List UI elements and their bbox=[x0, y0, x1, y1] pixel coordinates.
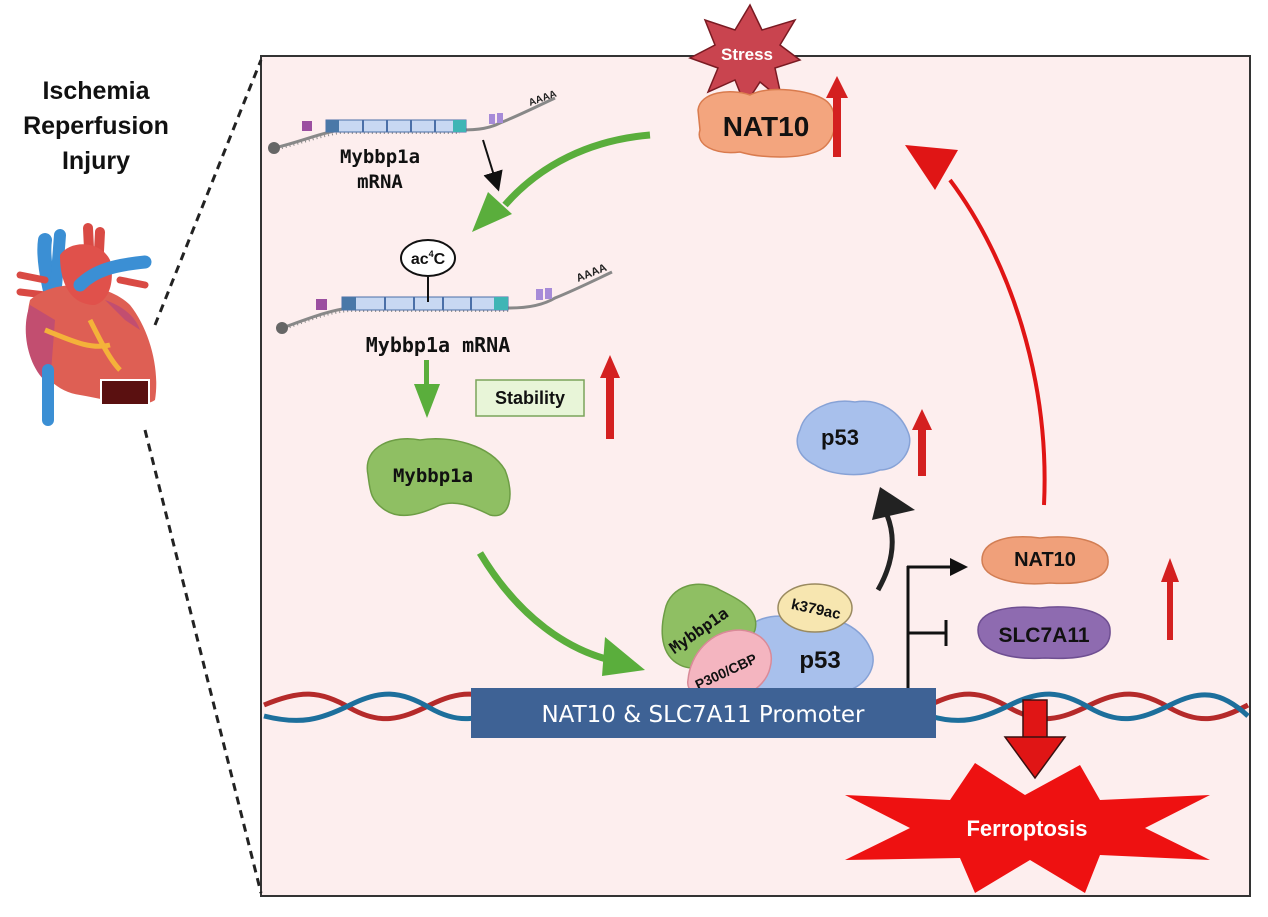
mrna1-label-line1: Mybbp1a bbox=[340, 146, 420, 168]
green-arrow-translation bbox=[414, 360, 440, 418]
mrna-strand-2: AAAA bbox=[276, 262, 613, 334]
p53-free-label: p53 bbox=[821, 425, 859, 450]
zoom-line-top bbox=[153, 59, 263, 326]
slc7a11-target-protein: SLC7A11 bbox=[977, 606, 1111, 660]
ac4c-label: ac4C bbox=[411, 249, 446, 268]
ac4c-modification-marker: ac4C bbox=[400, 239, 456, 302]
up-arrow-icon bbox=[600, 355, 620, 439]
activation-arrowhead bbox=[950, 558, 968, 576]
black-arrow-small bbox=[482, 139, 503, 192]
ferroptosis-label: Ferroptosis bbox=[966, 816, 1087, 841]
nat10-top-label: NAT10 bbox=[723, 111, 810, 142]
up-arrow-icon bbox=[912, 409, 932, 476]
nat10-target-label: NAT10 bbox=[1014, 549, 1076, 571]
injury-region-marker bbox=[100, 379, 150, 406]
mybbp1a-protein: Mybbp1a bbox=[366, 438, 511, 517]
stress-label: Stress bbox=[721, 45, 773, 64]
up-arrow-icon bbox=[1161, 558, 1179, 640]
title-line-3: Injury bbox=[62, 147, 130, 175]
mrna-strand-1: AAAA bbox=[268, 89, 558, 154]
transcription-regulation bbox=[906, 558, 968, 688]
mrna2-label: Mybbp1a mRNA bbox=[366, 333, 511, 357]
title-line-1: Ischemia bbox=[42, 77, 150, 105]
promoter-label: NAT10 & SLC7A11 Promoter bbox=[541, 702, 865, 728]
zoom-line-bottom bbox=[143, 429, 263, 894]
mrna1-label-line2: mRNA bbox=[357, 171, 403, 193]
promoter-box: NAT10 & SLC7A11 Promoter bbox=[471, 688, 936, 738]
heart-icon bbox=[16, 223, 157, 426]
p300-cbp-protein: P300/CBP bbox=[687, 629, 772, 702]
title-line-2: Reperfusion bbox=[23, 112, 169, 140]
stability-badge: Stability bbox=[475, 379, 585, 417]
red-arrow-down bbox=[1003, 699, 1067, 780]
ferroptosis-burst: Ferroptosis bbox=[845, 763, 1210, 893]
feedback-arrow bbox=[905, 145, 1047, 506]
condition-title: Ischemia Reperfusion Injury bbox=[23, 77, 169, 175]
mybbp1a-label: Mybbp1a bbox=[393, 465, 473, 487]
stability-label: Stability bbox=[495, 388, 565, 408]
black-arrow-release bbox=[872, 487, 915, 592]
slc7a11-target-label: SLC7A11 bbox=[998, 624, 1089, 647]
up-arrow-icon bbox=[826, 76, 848, 157]
nat10-target-protein: NAT10 bbox=[981, 536, 1109, 585]
k379ac-acetylation-marker: k379ac bbox=[777, 583, 853, 633]
p53-free-protein: p53 bbox=[796, 400, 911, 476]
dna-helix bbox=[263, 691, 1250, 723]
green-arrow-acetylation bbox=[472, 131, 651, 232]
green-arrow-binding bbox=[476, 551, 645, 676]
nat10-protein-top: NAT10 bbox=[697, 88, 836, 158]
complex-p53-label: p53 bbox=[799, 647, 840, 674]
